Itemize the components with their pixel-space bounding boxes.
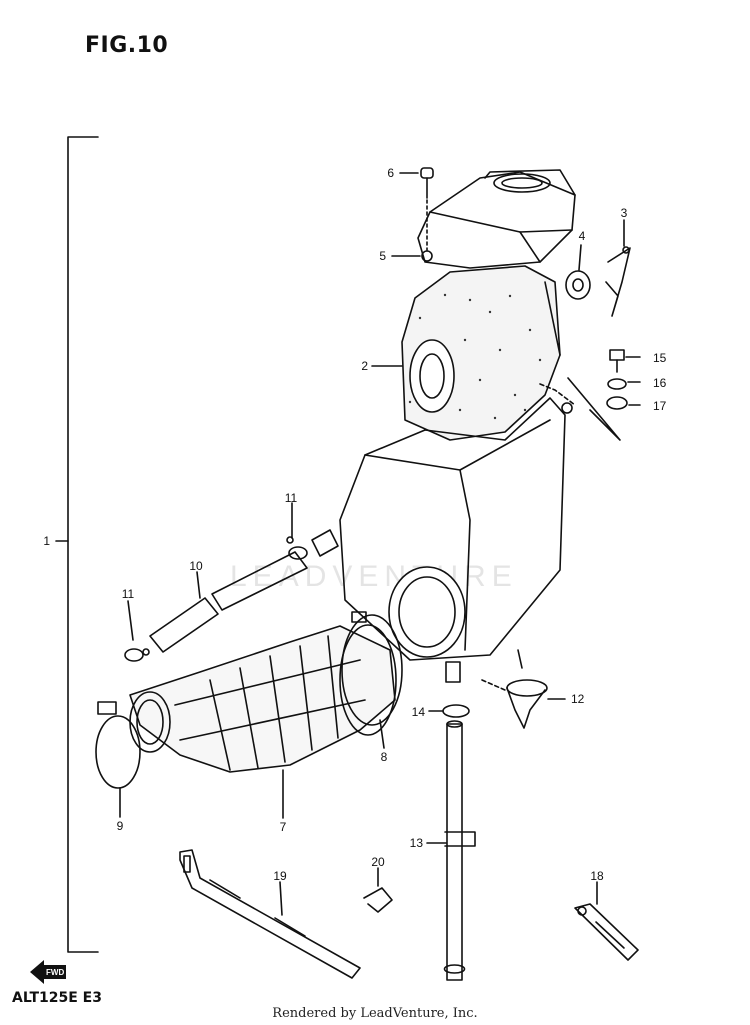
callout-labels: 1 2 3 4 5 6 7 8 9 10 11 11 12 13 14 15 1… (43, 166, 666, 883)
clip-part-3 (605, 246, 631, 317)
callout-9: 9 (117, 819, 124, 833)
callout-11-upper: 11 (285, 491, 298, 505)
callout-3: 3 (621, 206, 628, 220)
fwd-arrow-icon: FWD (30, 960, 66, 984)
callout-10: 10 (189, 559, 203, 573)
figure-title: FIG.10 (85, 33, 169, 58)
callout-8: 8 (381, 750, 388, 764)
outlet-hose-part-7 (129, 624, 397, 773)
hose-clamp-part-14 (442, 704, 470, 718)
watermark-text: LEADVENTURE (230, 560, 518, 593)
hose-clamp-part-11a (124, 648, 150, 662)
callout-19: 19 (273, 869, 287, 883)
bolt-part-15 (609, 349, 625, 373)
assembly-bracket (67, 136, 99, 953)
air-cleaner-case-part (339, 383, 576, 683)
callout-12: 12 (571, 692, 585, 706)
clip-part-20 (363, 887, 393, 913)
callout-16: 16 (653, 376, 667, 390)
callout-13: 13 (410, 836, 424, 850)
washer-part-16 (607, 378, 627, 390)
callout-1: 1 (43, 534, 50, 548)
filter-foam-texture (408, 293, 542, 420)
callout-7: 7 (280, 820, 287, 834)
hose-clamp-part-9 (95, 701, 141, 789)
callout-5: 5 (379, 249, 386, 263)
drain-hose-part-13 (443, 720, 476, 981)
callout-14: 14 (412, 705, 426, 719)
callout-4: 4 (579, 229, 586, 243)
footer-credit: Rendered by LeadVenture, Inc. (272, 1006, 478, 1021)
leader-lines (119, 172, 641, 916)
callout-11-lower: 11 (122, 587, 135, 601)
callout-17: 17 (653, 399, 667, 413)
callout-6: 6 (387, 166, 394, 180)
screw-part-6 (420, 167, 434, 251)
drain-plug-part-12 (481, 649, 548, 729)
callout-15: 15 (653, 351, 667, 365)
washer-part-17 (606, 396, 628, 410)
model-code: ALT125E E3 (12, 990, 102, 1006)
callout-18: 18 (590, 869, 604, 883)
intake-duct-part (417, 169, 576, 269)
callout-20: 20 (371, 855, 385, 869)
strap-part-19 (179, 849, 361, 979)
hose-clamp-part-8 (341, 611, 403, 726)
callout-2: 2 (361, 359, 368, 373)
fastener-guide-line (567, 377, 621, 441)
bracket-part-18 (574, 903, 639, 961)
grommet-part-4 (565, 270, 591, 300)
breather-hose-part-10 (149, 529, 339, 653)
filter-element-part (401, 265, 561, 441)
fwd-label: FWD (46, 968, 64, 977)
hose-clamp-part-11b (286, 536, 308, 560)
